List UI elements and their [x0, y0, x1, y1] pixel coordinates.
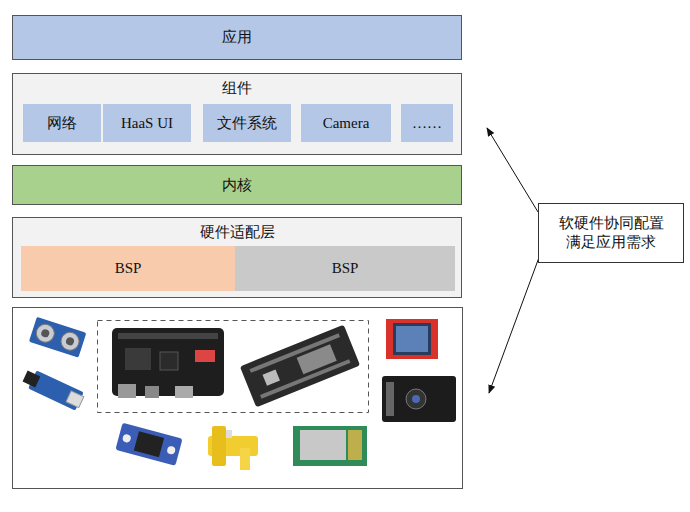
hal-box: 硬件适配层 BSP BSP [12, 217, 462, 298]
node-label: HaaS UI [121, 114, 173, 133]
node-label: 内核 [222, 176, 252, 195]
note-box: 软硬件协同配置 满足应用需求 [538, 203, 684, 263]
node-label: 软硬件协同配置 满足应用需求 [556, 214, 666, 252]
bsp-box: BSP [21, 246, 235, 291]
app-band: 应用 [12, 15, 462, 60]
sensor-module [115, 423, 182, 466]
ultrasonic-sensor [29, 317, 86, 358]
node-label: 文件系统 [217, 114, 277, 133]
camera-module [382, 376, 456, 422]
node-label: 网络 [47, 114, 77, 133]
wifi-module [293, 426, 367, 466]
component-item: HaaS UI [103, 104, 191, 142]
component-item: Camera [301, 104, 391, 142]
component-box: 组件网络 HaaS UI 文件系统 Camera …… [12, 73, 462, 155]
kernel-band: 内核 [12, 165, 462, 205]
node-label: BSP [332, 259, 359, 278]
dev-board-group [98, 321, 369, 413]
node-label: Camera [323, 114, 370, 133]
node-label: …… [412, 114, 442, 133]
dev-board [240, 325, 360, 408]
group-title: 组件 [13, 79, 461, 98]
gear-motor [208, 426, 258, 470]
arrow-line [489, 252, 541, 393]
haas-board [112, 328, 224, 398]
node-label: BSP [115, 259, 142, 278]
bsp-box: BSP [235, 246, 455, 291]
lcd-module [386, 319, 438, 359]
group-title: 硬件适配层 [13, 223, 461, 242]
ir-sensor [21, 367, 86, 411]
component-item: 网络 [23, 104, 101, 142]
node-label: 应用 [222, 28, 252, 47]
component-item: 文件系统 [203, 104, 291, 142]
hardware-panel [13, 308, 463, 489]
arrow-line [487, 128, 538, 212]
component-item: …… [401, 104, 453, 142]
